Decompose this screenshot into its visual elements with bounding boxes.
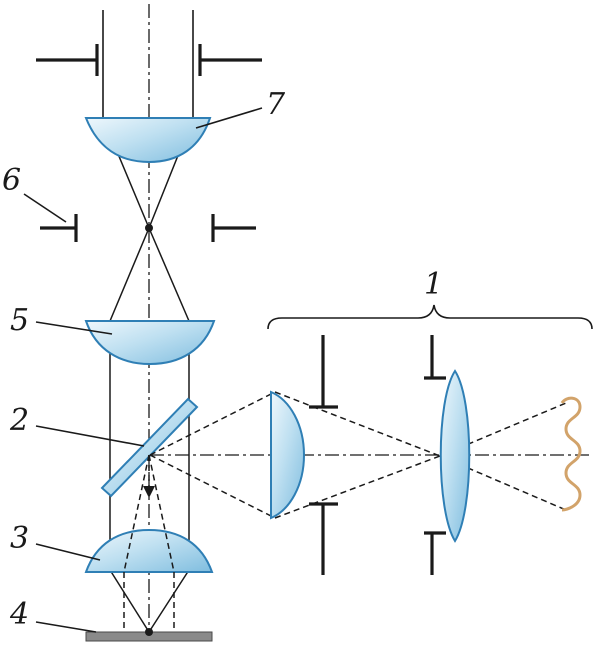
label-eyepiece: 7 (266, 87, 286, 122)
eyepiece-lens (84, 117, 212, 164)
specimen-focus-point (145, 628, 153, 636)
objective-lens (84, 528, 214, 573)
collector-lens (439, 369, 471, 543)
condenser-lens (270, 390, 306, 520)
leader-lines (23, 107, 263, 633)
intermediate-focus-point (145, 224, 153, 232)
lamp-filament (560, 396, 582, 512)
aperture-stop (309, 335, 338, 575)
label-specimen: 4 (9, 597, 29, 632)
label-beam-splitter: 2 (9, 403, 29, 438)
field-stop (40, 214, 256, 242)
tube-lens (84, 320, 216, 366)
label-objective: 3 (10, 521, 29, 556)
beam-splitter-plate (100, 397, 199, 498)
source-assembly-brace (267, 304, 593, 330)
eyepiece-stop (36, 44, 262, 76)
collector-stop (424, 335, 446, 575)
label-source-assembly: 1 (424, 267, 443, 302)
illumination-rays-vertical (123, 454, 175, 628)
label-tube-lens: 5 (10, 303, 29, 338)
label-field-stop: 6 (2, 163, 21, 198)
